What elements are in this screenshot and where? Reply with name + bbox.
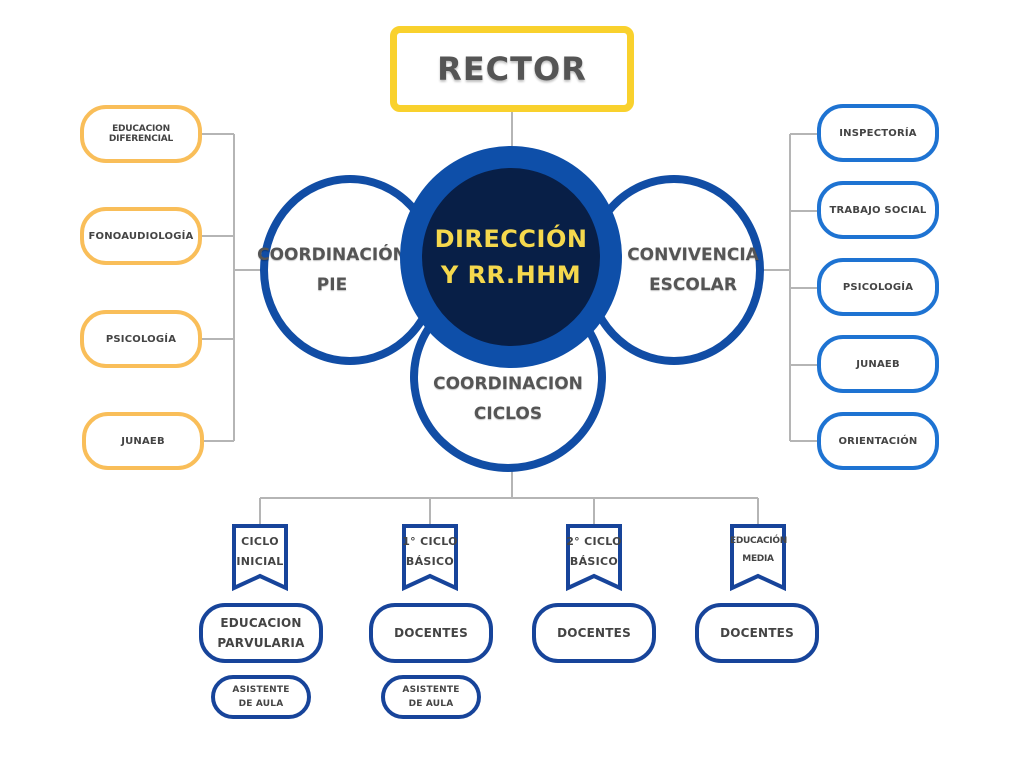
assistant-line1: ASISTENTE xyxy=(402,685,460,695)
coordinacion-pie-line2: PIE xyxy=(316,275,348,295)
staff-line1: DOCENTES xyxy=(557,626,631,640)
assistant-aula-primer-ciclo: ASISTENTE DE AULA xyxy=(381,675,481,719)
right-item-inspectoria: INSPECTORÍA xyxy=(817,104,939,162)
convivencia-escolar-line2: ESCOLAR xyxy=(649,275,737,295)
left-item-educacion-diferencial: EDUCACION DIFERENCIAL xyxy=(80,105,202,163)
cycle-line2: BÁSICO xyxy=(569,555,619,568)
cycle-line2: MEDIA xyxy=(742,554,774,564)
right-item-orientacion: ORIENTACIÓN xyxy=(817,412,939,470)
convivencia-escolar-line1: CONVIVENCIA xyxy=(627,245,759,265)
staff-line1: EDUCACION xyxy=(220,616,302,630)
flag-banner-icon xyxy=(232,524,288,592)
rector-box: RECTOR xyxy=(390,26,634,112)
coordinacion-ciclos-line1: COORDINACION xyxy=(433,374,583,394)
cycle-line1: 1° CICLO xyxy=(402,535,458,548)
cycle-flag-segundo-ciclo-basico: 2° CICLO BÁSICO xyxy=(566,524,622,592)
flag-banner-icon xyxy=(566,524,622,592)
staff-docentes-segundo-ciclo: DOCENTES xyxy=(532,603,656,663)
staff-educacion-parvularia: EDUCACION PARVULARIA xyxy=(199,603,323,663)
staff-line2: PARVULARIA xyxy=(217,636,305,650)
cycle-line2: INICIAL xyxy=(236,555,284,568)
cycle-flag-primer-ciclo-basico: 1° CICLO BÁSICO xyxy=(402,524,458,592)
coordinacion-pie-circle: COORDINACIÓN PIE xyxy=(257,175,440,365)
direccion-line1: DIRECCIÓN xyxy=(434,225,588,253)
staff-line1: DOCENTES xyxy=(720,626,794,640)
left-item-junaeb: JUNAEB xyxy=(82,412,204,470)
assistant-aula-ciclo-inicial: ASISTENTE DE AULA xyxy=(211,675,311,719)
staff-line1: DOCENTES xyxy=(394,626,468,640)
cycle-line1: EDUCACIÓN xyxy=(730,536,787,546)
staff-docentes-primer-ciclo: DOCENTES xyxy=(369,603,493,663)
flag-banner-icon xyxy=(402,524,458,592)
cycle-line1: CICLO xyxy=(241,535,279,548)
cycle-flag-educacion-media: EDUCACIÓN MEDIA xyxy=(730,524,787,592)
coordinacion-ciclos-line2: CICLOS xyxy=(473,404,543,424)
cycle-flag-ciclo-inicial: CICLO INICIAL xyxy=(232,524,288,592)
assistant-line1: ASISTENTE xyxy=(232,685,290,695)
staff-docentes-media: DOCENTES xyxy=(695,603,819,663)
flag-banner-icon xyxy=(730,524,786,592)
assistant-line2: DE AULA xyxy=(238,699,284,709)
direccion-inner: DIRECCIÓN Y RR.HHM xyxy=(422,168,600,346)
cycle-line2: BÁSICO xyxy=(405,555,455,568)
coordinacion-pie-line1: COORDINACIÓN xyxy=(257,245,407,265)
cycle-line1: 2° CICLO xyxy=(566,535,622,548)
right-item-psicologia: PSICOLOGÍA xyxy=(817,258,939,316)
left-item-psicologia: PSICOLOGÍA xyxy=(80,310,202,368)
left-item-fonoaudiologia: FONOAUDIOLOGÍA xyxy=(80,207,202,265)
right-item-trabajo-social: TRABAJO SOCIAL xyxy=(817,181,939,239)
right-item-junaeb: JUNAEB xyxy=(817,335,939,393)
direccion-line2: Y RR.HHM xyxy=(440,261,582,289)
direccion-circle: DIRECCIÓN Y RR.HHM xyxy=(400,146,622,368)
assistant-line2: DE AULA xyxy=(408,699,454,709)
